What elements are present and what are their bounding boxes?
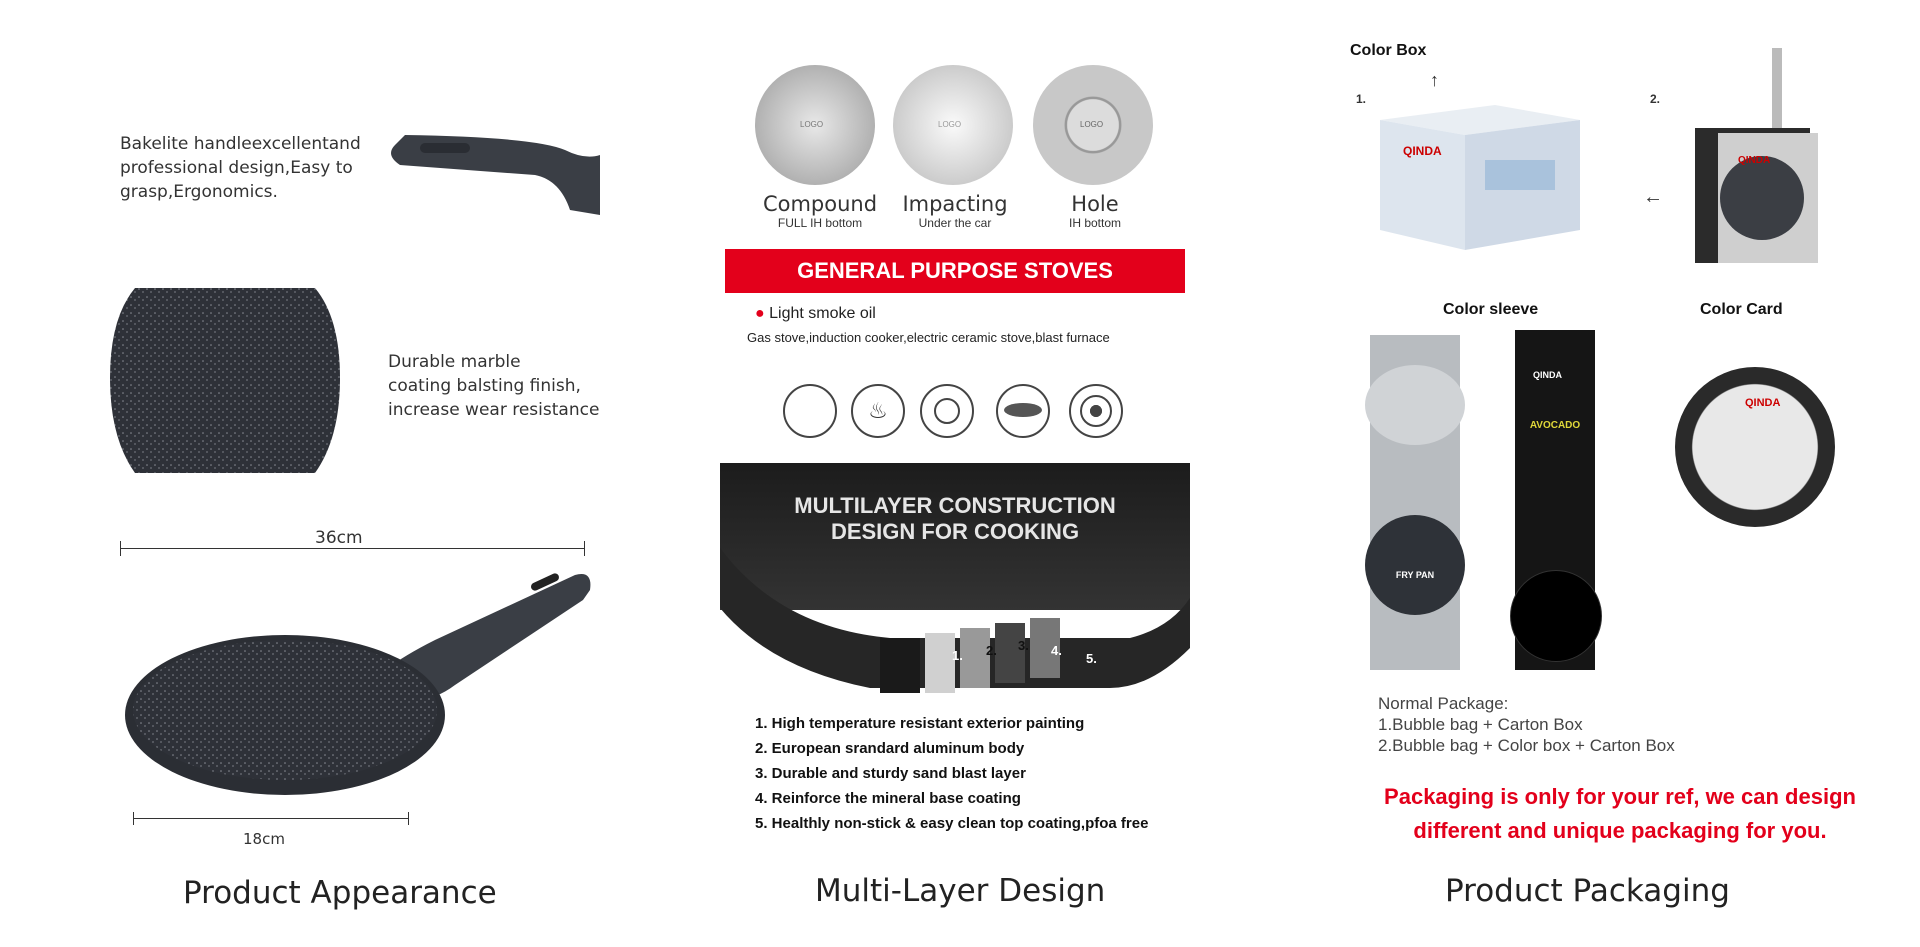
caption-product-appearance: Product Appearance xyxy=(183,875,497,911)
sleeve-label: FRY PAN xyxy=(1395,570,1435,580)
multilayer-construction-image: MULTILAYER CONSTRUCTION DESIGN FOR COOKI… xyxy=(720,463,1190,708)
bottom-title: Hole xyxy=(1071,192,1119,216)
general-purpose-stoves-banner: GENERAL PURPOSE STOVES xyxy=(725,249,1185,293)
layer-number: 3. xyxy=(1018,638,1029,653)
layer-number: 4. xyxy=(1051,643,1062,658)
bottom-subtitle: IH bottom xyxy=(1068,216,1122,230)
dimension-tick xyxy=(584,541,585,556)
label-impacting: Impacting Under the car xyxy=(890,192,1020,230)
layer-number: 5. xyxy=(1086,651,1097,666)
color-sleeve-grey-image: FRY PAN xyxy=(1365,335,1465,670)
layer-item: 4. Reinforce the mineral base coating xyxy=(755,790,1021,807)
hole-bottom-image: LOGO xyxy=(1033,65,1153,185)
dimension-tick xyxy=(408,812,409,825)
bottom-subtitle: FULL IH bottom xyxy=(777,216,863,230)
logo-mark: LOGO xyxy=(1080,120,1104,129)
logo-mark: LOGO xyxy=(800,120,824,129)
normal-package-item: 1.Bubble bag + Carton Box xyxy=(1378,715,1583,734)
bottom-title: Compound xyxy=(762,192,878,216)
bullet-text: Light smoke oil xyxy=(769,305,876,322)
layer-cutaway-graphic xyxy=(720,548,1190,693)
caption-product-packaging: Product Packaging xyxy=(1445,873,1730,909)
coating-description: Durable marble coating balsting finish, … xyxy=(388,352,600,420)
logo-mark: LOGO xyxy=(938,120,962,129)
card-brand: QINDA xyxy=(1745,397,1781,409)
dimension-tick xyxy=(120,541,121,556)
bottom-subtitle: Under the car xyxy=(918,216,992,230)
gas-burner-icon xyxy=(920,384,974,438)
layer-number: 1. xyxy=(952,648,963,663)
compound-bottom-image: LOGO xyxy=(755,65,875,185)
coil-stove-icon xyxy=(783,384,837,438)
arrow-left-icon: ← xyxy=(1643,186,1663,208)
normal-package-item: 2.Bubble bag + Color box + Carton Box xyxy=(1378,736,1675,755)
normal-package-title: Normal Package: xyxy=(1378,694,1509,713)
layer-item: 5. Healthly non-stick & easy clean top c… xyxy=(755,815,1149,832)
dimension-line-36 xyxy=(120,548,585,549)
caption-multi-layer-design: Multi-Layer Design xyxy=(815,873,1106,909)
pan-top-view-image xyxy=(110,288,340,473)
layer-item: 1. High temperature resistant exterior p… xyxy=(755,715,1085,732)
dimension-18cm: 18cm xyxy=(243,830,285,848)
label-color-card: Color Card xyxy=(1700,301,1783,318)
color-sleeve-black-image: QINDA AVOCADO xyxy=(1510,330,1602,670)
label-compound: Compound FULL IH bottom xyxy=(755,192,885,230)
dimension-line-18 xyxy=(133,818,408,819)
dimension-36cm: 36cm xyxy=(315,528,363,548)
ceramic-plate-icon xyxy=(996,384,1050,438)
handle-description: Bakelite handleexcellentand professional… xyxy=(120,134,361,202)
layer-item: 3. Durable and sturdy sand blast layer xyxy=(755,765,1026,782)
layer-list: 1. High temperature resistant exterior p… xyxy=(755,715,1148,840)
handle-image xyxy=(391,135,600,215)
bottom-title: Impacting xyxy=(902,192,1008,216)
svg-text:QINDA: QINDA xyxy=(1403,144,1442,158)
sleeve-brand: QINDA xyxy=(1533,370,1562,380)
color-box-image: QINDA xyxy=(1380,105,1580,250)
normal-package-info: Normal Package: 1.Bubble bag + Carton Bo… xyxy=(1378,693,1675,756)
bullet-light-smoke-oil: ● Light smoke oil xyxy=(755,305,876,323)
sleeve-label: AVOCADO xyxy=(1529,420,1581,431)
color-card-image: QINDA xyxy=(1675,367,1835,527)
induction-icon xyxy=(1069,384,1123,438)
label-color-sleeve: Color sleeve xyxy=(1443,301,1539,318)
label-hole: Hole IH bottom xyxy=(1030,192,1160,230)
gas-flame-icon: ♨ xyxy=(851,384,905,438)
number-1: 1. xyxy=(1356,92,1367,106)
dimension-tick xyxy=(133,812,134,825)
pan-box-image: QINDA xyxy=(1695,48,1818,263)
pan-side-view-image xyxy=(125,573,591,795)
packaging-note-line: different and unique packaging for you. xyxy=(1413,818,1827,843)
layer-item: 2. European srandard aluminum body xyxy=(755,740,1025,757)
arrow-up-icon: ↑ xyxy=(1430,70,1439,90)
number-2: 2. xyxy=(1650,92,1661,106)
bullet-dot-icon: ● xyxy=(755,305,765,322)
construction-title-line: DESIGN FOR COOKING xyxy=(830,519,1080,544)
packaging-note-line: Packaging is only for your ref, we can d… xyxy=(1384,784,1856,809)
impacting-bottom-image: LOGO xyxy=(893,65,1013,185)
layer-number: 2. xyxy=(986,643,997,658)
construction-title: MULTILAYER CONSTRUCTION DESIGN FOR COOKI… xyxy=(720,493,1190,545)
construction-title-line: MULTILAYER CONSTRUCTION xyxy=(794,493,1116,518)
stove-types: Gas stove,induction cooker,electric cera… xyxy=(747,330,1110,345)
packaging-note: Packaging is only for your ref, we can d… xyxy=(1370,780,1870,848)
label-color-box: Color Box xyxy=(1350,42,1427,59)
svg-text:QINDA: QINDA xyxy=(1738,155,1770,166)
